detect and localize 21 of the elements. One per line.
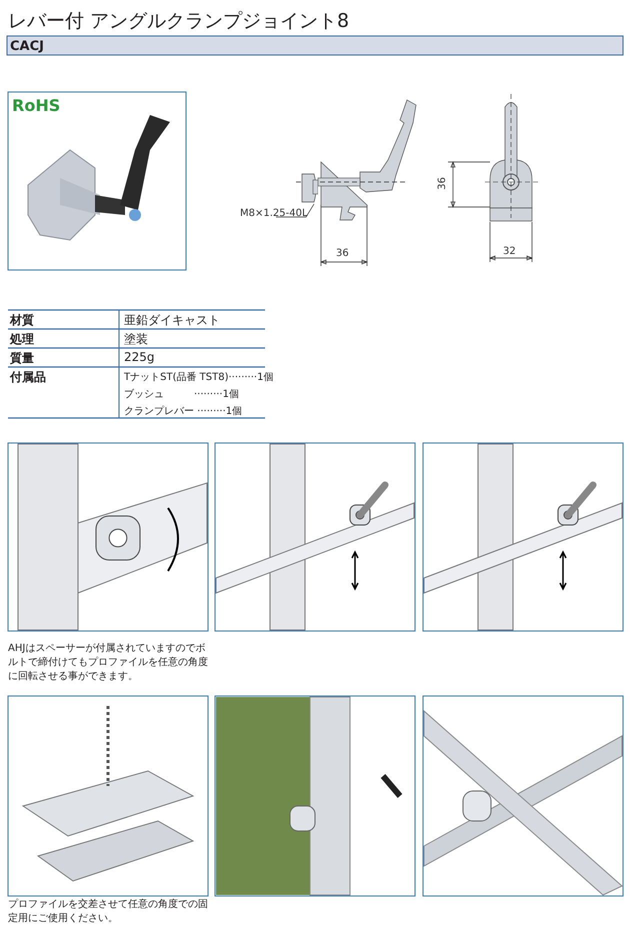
caption-text: プロファイルを交差させて任意の角度での固定用にご使用ください。 xyxy=(8,898,208,926)
table-cell: 225g xyxy=(124,350,155,364)
page-title: レバー付 アングルクランプジョイント8 xyxy=(8,9,350,34)
leader-line xyxy=(276,204,314,218)
table-cell-text: ブッシュ ·········1個 xyxy=(124,388,239,401)
dimension-value: 32 xyxy=(503,246,516,257)
dimension-value: 36 xyxy=(336,248,349,259)
series-code: CACJ xyxy=(10,39,44,54)
caption-text: AHJはスペーサーが付属されていますのでボルトで締付けてもプロファイルを任意の角度に回転させる事ができます。 xyxy=(8,642,208,684)
table-header-cell: 付属品 xyxy=(10,369,46,386)
bolt-head-drawing xyxy=(300,172,318,204)
dimension-value: 36 xyxy=(436,177,448,190)
part-label: M8×1.25-40L xyxy=(240,208,308,219)
table-header-cell: 材質 xyxy=(10,312,34,329)
rohs-mark: RoHS xyxy=(12,96,60,115)
table-cell: 塗装 xyxy=(124,331,148,348)
table-header-cell: 質量 xyxy=(10,350,34,367)
table-cell-text: TナットST(品番 TST8)·········1個 xyxy=(124,370,274,384)
table-cell: 亜鉛ダイキャスト xyxy=(124,312,220,329)
table-header-cell: 処理 xyxy=(10,331,34,348)
table-cell-text: クランプレバー ·········1個 xyxy=(124,404,242,418)
